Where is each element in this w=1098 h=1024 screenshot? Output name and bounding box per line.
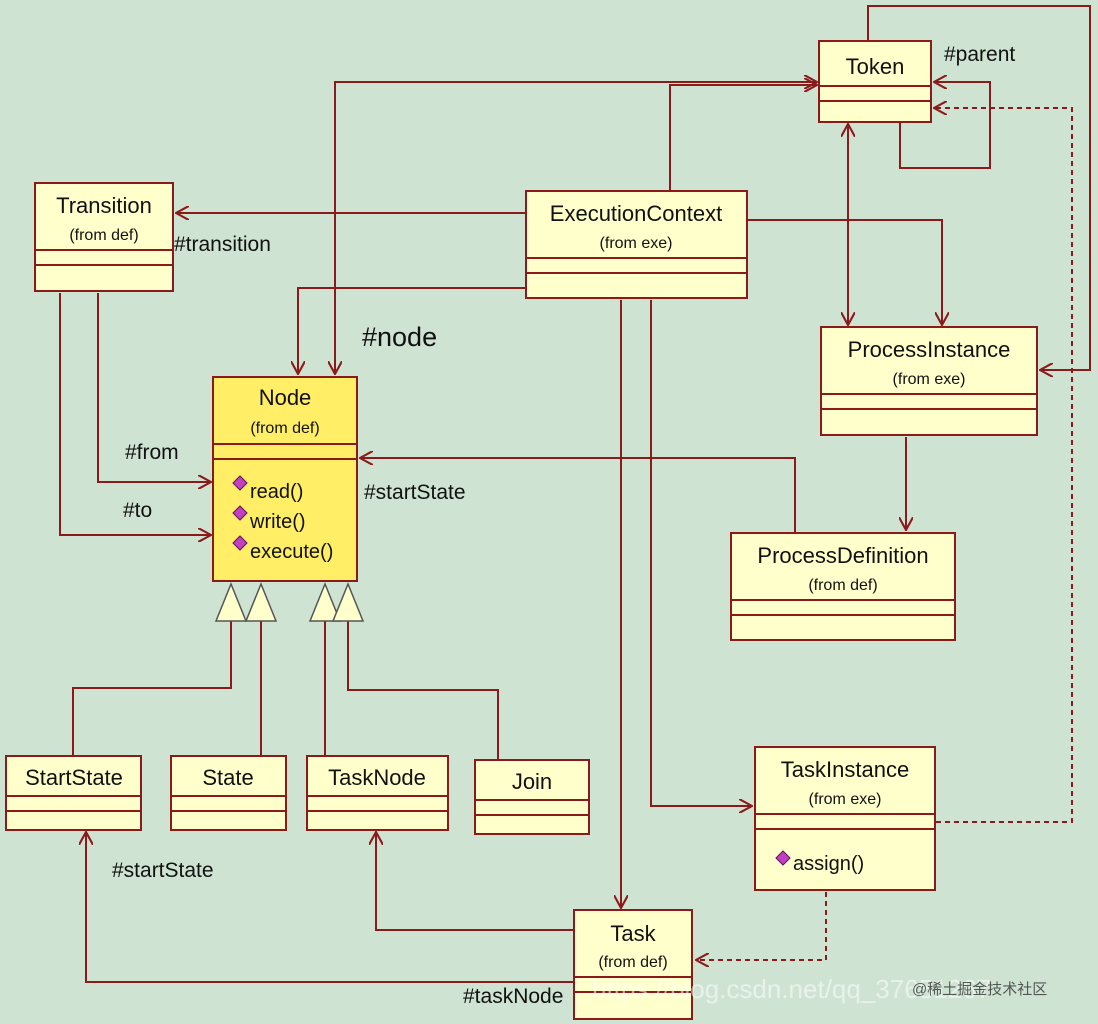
generalization-arrowhead — [331, 582, 365, 622]
class-join[interactable]: Join — [474, 759, 590, 835]
generalization-arrowhead — [308, 582, 342, 622]
class-token[interactable]: Token — [818, 40, 932, 123]
class-name: Join — [512, 769, 552, 794]
process-def-start-state-assoc — [360, 458, 796, 532]
method-icon — [232, 535, 248, 551]
role-to: #to — [123, 499, 152, 522]
associations — [59, 5, 1091, 983]
class-node[interactable]: Node (from def) read() write() execute() — [212, 376, 358, 582]
role-from: #from — [125, 441, 179, 464]
class-name: ProcessDefinition — [757, 543, 928, 568]
class-stereotype: (from exe) — [600, 235, 673, 252]
class-task[interactable]: Task (from def) — [573, 909, 693, 1020]
task-instance-token-dashed — [934, 108, 1073, 823]
exec-token-assoc — [669, 85, 817, 190]
role-transition: #transition — [174, 233, 271, 256]
token-process-instance-outer — [867, 5, 1091, 370]
class-stereotype: (from exe) — [809, 791, 882, 808]
class-stereotype: (from def) — [598, 954, 667, 971]
exec-process-instance-assoc — [748, 219, 942, 325]
task-instance-task-dashed — [696, 892, 827, 960]
method-execute: execute() — [250, 541, 333, 563]
class-name: TaskNode — [328, 765, 426, 790]
role-parent: #parent — [944, 43, 1015, 66]
class-name: Task — [610, 921, 656, 946]
exec-task-instance-assoc — [650, 300, 752, 806]
node-token-assoc — [335, 82, 817, 374]
method-icon — [232, 475, 248, 491]
class-transition[interactable]: Transition (from def) — [34, 182, 174, 292]
role-labels: #parent #transition #node #from #to #sta… — [112, 43, 1015, 1008]
class-state[interactable]: State — [170, 755, 287, 831]
class-name: State — [202, 765, 253, 790]
generalization-arrowhead — [244, 582, 278, 622]
task-tasknode-assoc — [376, 832, 574, 931]
class-process-definition[interactable]: ProcessDefinition (from def) — [730, 532, 956, 641]
exec-node-assoc — [298, 287, 526, 374]
class-task-instance[interactable]: TaskInstance (from exe) assign() — [754, 746, 936, 891]
method-write: write() — [249, 511, 306, 533]
method-read: read() — [250, 481, 303, 503]
class-stereotype: (from def) — [808, 577, 877, 594]
join-generalization — [347, 620, 499, 760]
class-name: Node — [259, 385, 312, 410]
transition-from-assoc — [97, 293, 211, 482]
class-name: ExecutionContext — [550, 201, 722, 226]
class-stereotype: (from exe) — [893, 371, 966, 388]
class-stereotype: (from def) — [69, 227, 138, 244]
startstate-generalization — [72, 620, 232, 756]
class-stereotype: (from def) — [250, 420, 319, 437]
class-process-instance[interactable]: ProcessInstance (from exe) — [820, 326, 1038, 436]
generalization-arrowhead — [214, 582, 248, 622]
role-start-state-node: #startState — [364, 481, 466, 504]
class-name: TaskInstance — [781, 757, 909, 782]
class-name: Token — [846, 54, 905, 79]
token-parent-assoc — [899, 82, 991, 169]
role-task-node: #taskNode — [463, 985, 563, 1008]
method-icon — [775, 850, 791, 866]
class-task-node[interactable]: TaskNode — [306, 755, 449, 831]
class-name: StartState — [25, 765, 123, 790]
class-execution-context[interactable]: ExecutionContext (from exe) — [525, 190, 748, 299]
watermark-url: https://blog.csdn.net/qq_37651267 — [592, 974, 991, 1004]
role-start-state-task: #startState — [112, 859, 214, 882]
class-start-state[interactable]: StartState — [5, 755, 142, 831]
watermark-community: @稀土掘金技术社区 — [912, 981, 1047, 998]
task-startstate-assoc — [86, 832, 574, 983]
transition-to-assoc — [59, 293, 211, 535]
class-name: Transition — [56, 193, 152, 218]
role-node: #node — [362, 322, 437, 352]
class-name: ProcessInstance — [848, 337, 1011, 362]
generalizations — [72, 582, 499, 760]
method-icon — [232, 505, 248, 521]
method-assign: assign() — [793, 853, 864, 875]
